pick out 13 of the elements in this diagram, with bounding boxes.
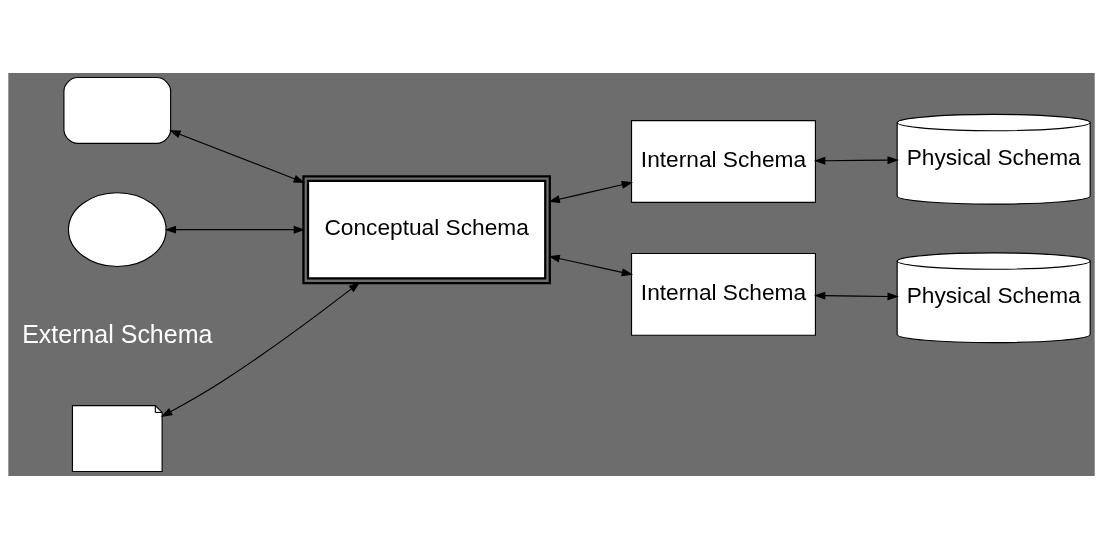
- arrow: [160, 282, 361, 417]
- node-box: [63, 76, 172, 144]
- label: External Schema: [22, 319, 213, 348]
- arrow: [813, 156, 899, 165]
- arrow: [548, 180, 634, 204]
- node-box: Internal Schema: [630, 252, 816, 336]
- node-callout: [67, 192, 167, 268]
- arrow: [169, 130, 305, 183]
- node-box: Internal Schema: [630, 120, 816, 203]
- arrow: [164, 225, 306, 234]
- node-box: Conceptual Schema: [302, 175, 551, 285]
- arrow: [548, 254, 634, 277]
- arrow: [813, 291, 899, 301]
